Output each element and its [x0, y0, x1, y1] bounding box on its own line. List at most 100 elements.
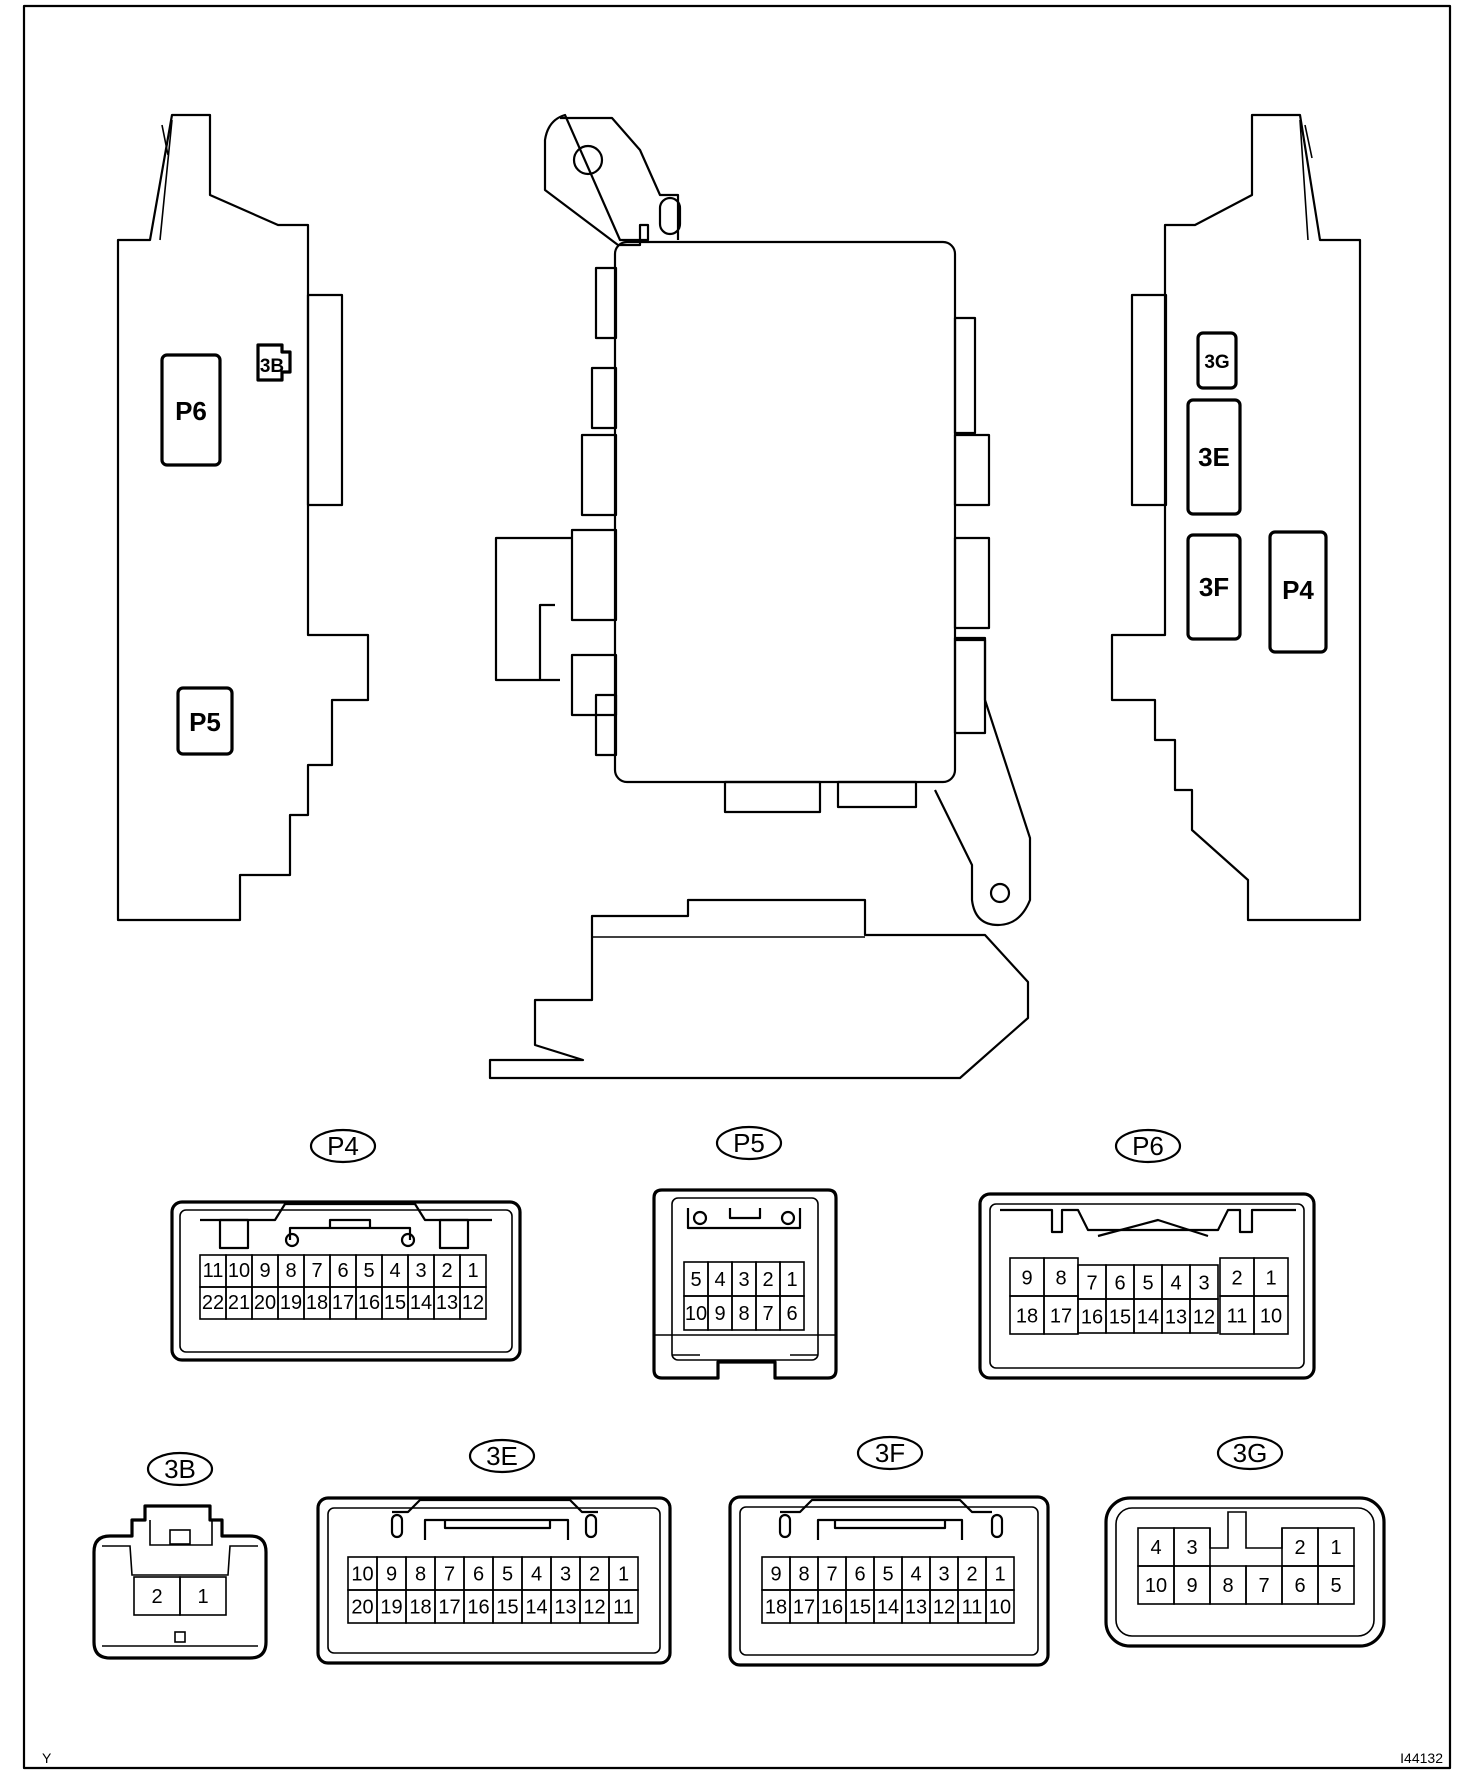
pin-number: 3 — [938, 1563, 949, 1585]
pin-number: 3 — [1198, 1273, 1209, 1295]
pin-number: 18 — [765, 1596, 787, 1618]
pin-number: 11 — [1227, 1306, 1248, 1328]
pin-number: 4 — [531, 1563, 542, 1585]
pin-number: 8 — [798, 1563, 809, 1585]
pin-number: 2 — [441, 1260, 452, 1282]
pin-number: 10 — [1260, 1306, 1282, 1328]
pin-number: 10 — [989, 1596, 1011, 1618]
pin-number: 13 — [554, 1596, 576, 1618]
pin-number: 14 — [525, 1596, 547, 1618]
pin-number: 7 — [762, 1303, 773, 1325]
pin-number: 8 — [738, 1303, 749, 1325]
pin-number: 10 — [228, 1260, 250, 1282]
pin-number: 3 — [560, 1563, 571, 1585]
connector-3b-name: 3B — [164, 1454, 196, 1484]
pin-number: 15 — [849, 1596, 871, 1618]
pin-number: 11 — [203, 1260, 224, 1282]
connector-3g-key-notch — [1209, 1511, 1283, 1549]
pin-number: 7 — [1086, 1273, 1097, 1295]
connector-3e-name: 3E — [486, 1441, 518, 1471]
pin-number: 13 — [905, 1596, 927, 1618]
pin-number: 6 — [473, 1563, 484, 1585]
p6-location-box — [160, 353, 222, 467]
pin-number: 20 — [254, 1292, 276, 1314]
g3-location-label: 3G — [1204, 352, 1229, 373]
pin-cell — [779, 1295, 805, 1331]
pin-number: 6 — [337, 1260, 348, 1282]
e3-location-box — [1186, 398, 1242, 516]
diagram-frame — [22, 4, 1452, 1770]
pin-number: 3 — [415, 1260, 426, 1282]
pin-number: 8 — [285, 1260, 296, 1282]
pin-number: 10 — [1145, 1575, 1167, 1597]
pin-cell — [608, 1589, 639, 1624]
pin-number: 9 — [259, 1260, 270, 1282]
pin-number: 1 — [467, 1260, 478, 1282]
pin-number: 17 — [438, 1596, 460, 1618]
pin-number: 8 — [1055, 1268, 1066, 1290]
b3-location-box — [256, 343, 292, 382]
pin-number: 3 — [1186, 1537, 1197, 1559]
pin-number: 2 — [966, 1563, 977, 1585]
pin-number: 2 — [151, 1586, 162, 1608]
p5-location-box — [176, 686, 234, 756]
pin-number: 15 — [1109, 1307, 1131, 1329]
pin-number: 18 — [1016, 1306, 1038, 1328]
pin-number: 4 — [1150, 1537, 1161, 1559]
pin-number: 5 — [1330, 1575, 1341, 1597]
pin-number: 12 — [1193, 1307, 1215, 1329]
pin-number: 17 — [332, 1292, 354, 1314]
pin-number: 2 — [589, 1563, 600, 1585]
right-junction-panel: 3G 3E 3F P4 — [1110, 113, 1362, 922]
b3-location-label: 3B — [260, 356, 284, 377]
pin-number: 6 — [1114, 1273, 1125, 1295]
pin-number: 20 — [351, 1596, 373, 1618]
pin-number: 10 — [351, 1563, 373, 1585]
pin-number: 7 — [444, 1563, 455, 1585]
pin-number: 13 — [436, 1292, 458, 1314]
pin-number: 4 — [910, 1563, 921, 1585]
pin-number: 15 — [384, 1292, 406, 1314]
pin-number: 17 — [1050, 1306, 1072, 1328]
pin-cell — [179, 1576, 227, 1616]
pin-number: 6 — [1294, 1575, 1305, 1597]
connector-3f-name: 3F — [875, 1438, 905, 1468]
pin-number: 9 — [1186, 1575, 1197, 1597]
pin-number: 3 — [738, 1269, 749, 1291]
pin-number: 8 — [415, 1563, 426, 1585]
pin-number: 12 — [462, 1292, 484, 1314]
pin-number: 11 — [613, 1596, 634, 1618]
pin-number: 4 — [714, 1269, 725, 1291]
pin-number: 19 — [280, 1292, 302, 1314]
pin-number: 16 — [1081, 1307, 1103, 1329]
pin-number: 8 — [1222, 1575, 1233, 1597]
pin-number: 9 — [770, 1563, 781, 1585]
pin-number: 22 — [202, 1292, 224, 1314]
pin-number: 13 — [1165, 1307, 1187, 1329]
pin-number: 14 — [1137, 1307, 1159, 1329]
pin-number: 18 — [306, 1292, 328, 1314]
pin-number: 2 — [762, 1269, 773, 1291]
g3-location-box — [1196, 331, 1238, 390]
p5-location-label: P5 — [189, 707, 221, 737]
pin-number: 5 — [690, 1269, 701, 1291]
pin-number: 1 — [197, 1586, 208, 1608]
pin-number: 17 — [793, 1596, 815, 1618]
pin-number: 21 — [228, 1292, 250, 1314]
pin-number: 1 — [618, 1563, 629, 1585]
pin-number: 5 — [882, 1563, 893, 1585]
pin-number: 2 — [1231, 1268, 1242, 1290]
connector-p5-name: P5 — [733, 1128, 765, 1158]
pin-number: 7 — [311, 1260, 322, 1282]
pin-cell — [1317, 1565, 1355, 1605]
pin-number: 19 — [380, 1596, 402, 1618]
pin-number: 14 — [410, 1292, 432, 1314]
connector-p6-name: P6 — [1132, 1131, 1164, 1161]
